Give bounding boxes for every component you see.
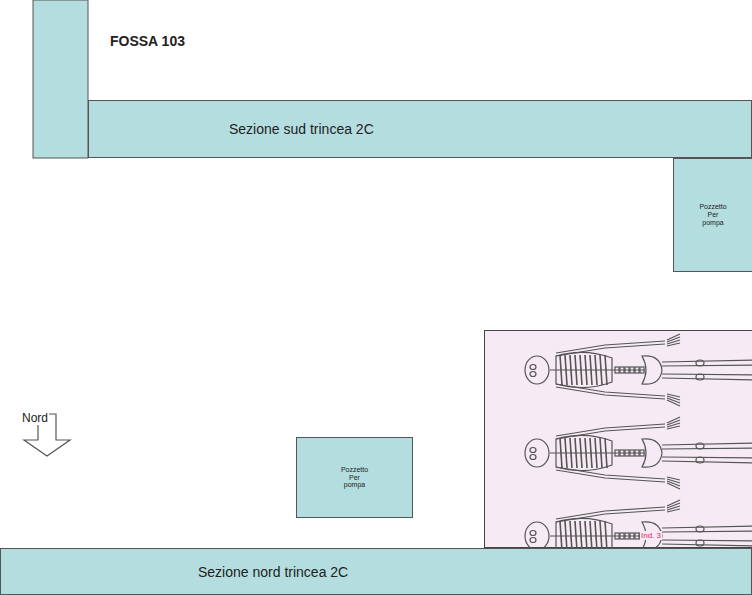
trench-section: Sezione nord trincea 2C	[0, 548, 752, 595]
trench-wall	[33, 0, 88, 158]
north-label: Nord	[21, 411, 49, 425]
individual-label: Ind. 3	[640, 531, 662, 540]
trench-section: Sezione sud trincea 2C	[88, 100, 752, 158]
pump-well: Pozzetto Per pompa	[673, 158, 752, 272]
skeleton-drawing	[485, 331, 752, 573]
site-title: FOSSA 103	[110, 33, 185, 49]
section-label: Sezione sud trincea 2C	[229, 121, 374, 137]
well-label: Pozzetto Per pompa	[699, 203, 726, 226]
well-label: Pozzetto Per pompa	[341, 466, 368, 489]
pump-well: Pozzetto Per pompa	[296, 437, 413, 518]
section-label: Sezione nord trincea 2C	[198, 564, 348, 580]
